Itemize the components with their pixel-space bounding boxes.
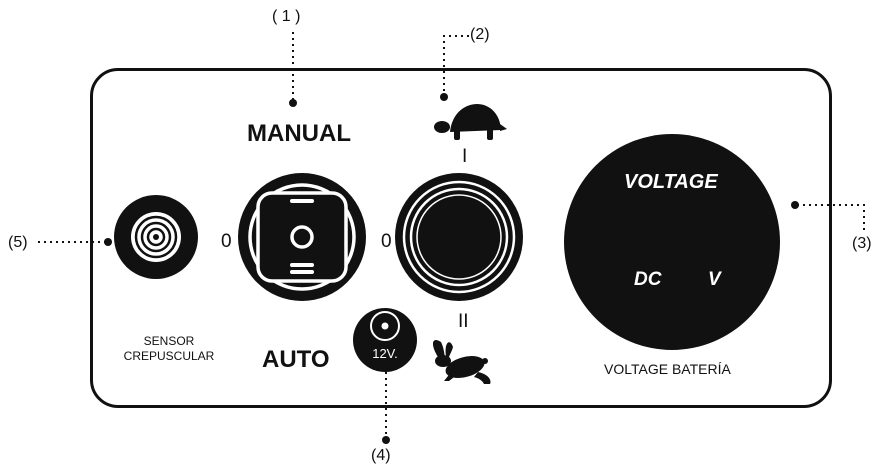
auto-label: AUTO xyxy=(262,346,330,373)
leader-dot-3 xyxy=(791,201,799,209)
leader-dot-5 xyxy=(104,238,112,246)
switch2-off-label: 0 xyxy=(381,231,392,252)
twilight-sensor xyxy=(114,195,198,279)
leader-lines xyxy=(38,32,865,438)
rabbit-icon xyxy=(432,339,491,384)
turtle-icon xyxy=(434,104,507,140)
callout-5: (5) xyxy=(8,234,28,251)
callout-4: (4) xyxy=(371,447,391,464)
jack-socket xyxy=(370,311,400,341)
leader-dot-4 xyxy=(382,436,390,444)
control-panel xyxy=(90,68,832,408)
voltmeter-display xyxy=(564,134,780,350)
leader-dot-2 xyxy=(440,93,448,101)
speed-switch[interactable] xyxy=(395,173,523,301)
sensor-label: SENSOR CREPUSCULAR xyxy=(114,334,224,364)
manual-auto-switch[interactable] xyxy=(238,173,366,301)
sensor-label-line1: SENSOR xyxy=(143,334,195,348)
speed-fast-label: II xyxy=(458,311,469,332)
callout-2: (2) xyxy=(470,26,490,43)
power-jack xyxy=(353,308,417,372)
sensor-label-line2: CREPUSCULAR xyxy=(123,349,215,363)
switch2-button xyxy=(416,194,502,280)
switch1-rocker xyxy=(256,191,348,283)
switch1-bottom-mark-2 xyxy=(290,270,314,274)
leader-dot-1 xyxy=(289,99,297,107)
switch1-bottom-mark-1 xyxy=(290,263,314,267)
jack-label: 12V. xyxy=(372,346,398,361)
voltmeter-dc: DC xyxy=(634,269,662,290)
leader-line-3 xyxy=(797,204,865,232)
callout-1: ( 1 ) xyxy=(272,8,301,25)
voltmeter-title: VOLTAGE xyxy=(624,171,718,193)
switch1-off-label: 0 xyxy=(221,231,232,252)
manual-label: MANUAL xyxy=(247,120,351,147)
callout-3: (3) xyxy=(852,235,872,252)
switch1-top-mark xyxy=(290,199,314,203)
voltmeter-caption: VOLTAGE BATERÍA xyxy=(604,361,731,377)
switch1-center-mark xyxy=(290,225,314,249)
leader-line-2 xyxy=(443,35,470,97)
speed-slow-label: I xyxy=(462,146,468,167)
voltmeter-v: V xyxy=(708,269,721,290)
